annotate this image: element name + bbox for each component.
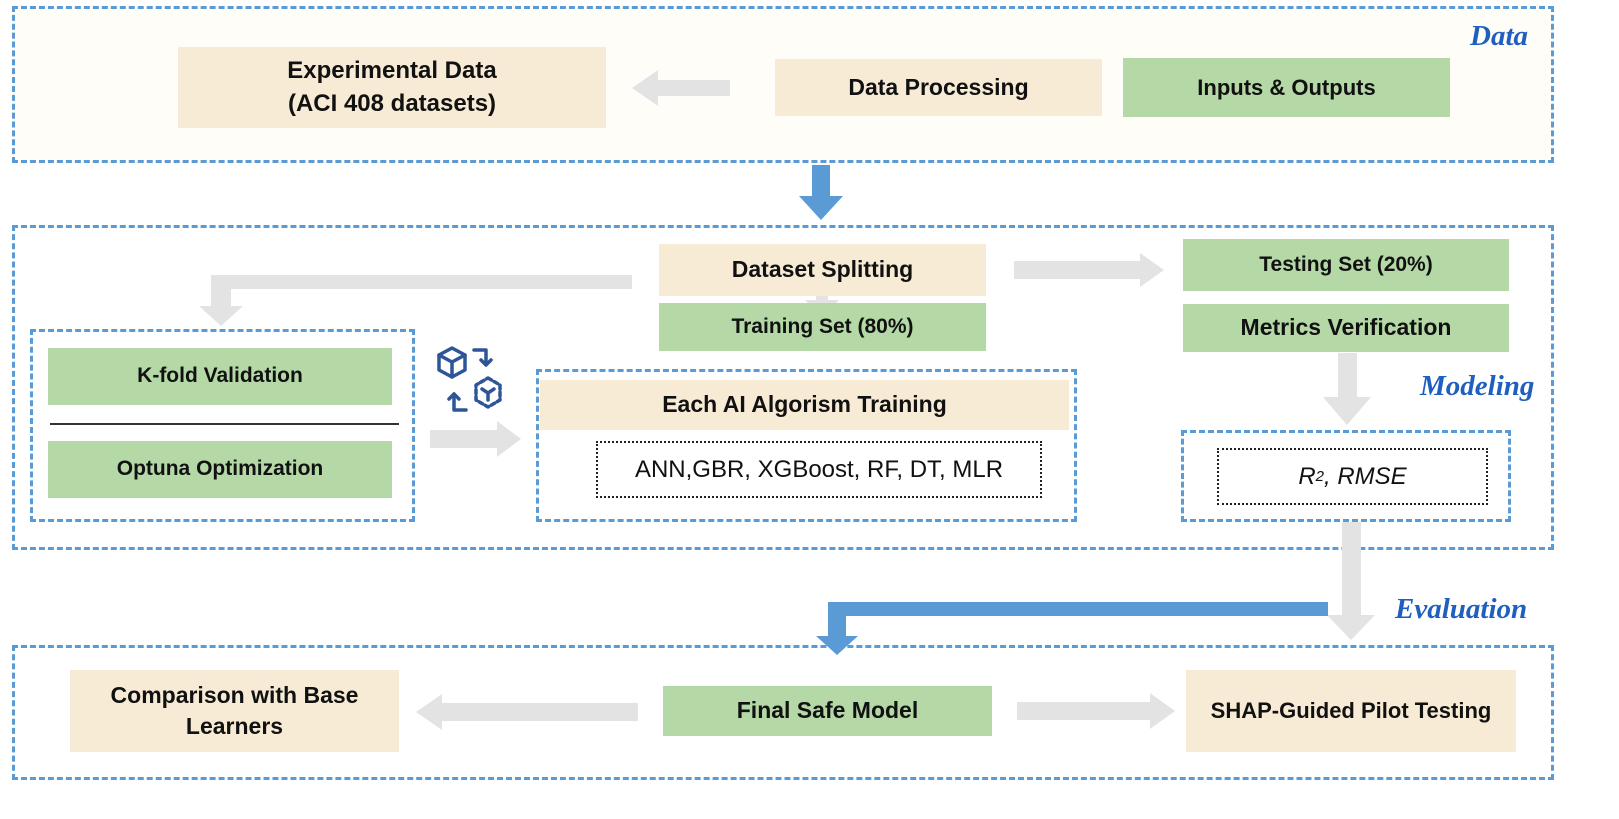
metrics-verification-box: Metrics Verification — [1183, 304, 1509, 352]
final-safe-model-box: Final Safe Model — [663, 686, 992, 736]
experimental-data-subtitle: (ACI 408 datasets) — [287, 89, 497, 117]
experimental-data-title: Experimental Data — [287, 57, 497, 85]
data-section-label: Data — [1470, 20, 1528, 52]
inputs-outputs-box: Inputs & Outputs — [1123, 58, 1450, 117]
data-processing-box: Data Processing — [775, 59, 1102, 116]
arrow-data-to-modeling — [799, 165, 843, 220]
training-set-box: Training Set (80%) — [659, 303, 986, 351]
metric-superscript: 2 — [1315, 468, 1324, 485]
optimization-group — [30, 329, 415, 522]
evaluation-section-label: Evaluation — [1395, 593, 1528, 625]
metric-r: R — [1298, 462, 1316, 490]
experimental-data-box: Experimental Data (ACI 408 datasets) — [178, 47, 606, 128]
dataset-splitting-box: Dataset Splitting — [659, 244, 986, 296]
comparison-box: Comparison with Base Learners — [70, 670, 399, 752]
model-cycle-icon — [437, 346, 502, 412]
metric-rest: , RMSE — [1324, 462, 1407, 490]
metrics-group — [1181, 430, 1511, 522]
ai-training-box: Each AI Algorism Training — [540, 380, 1069, 430]
shap-testing-box: SHAP-Guided Pilot Testing — [1186, 670, 1516, 752]
optuna-optimization-box: Optuna Optimization — [48, 441, 392, 498]
ai-training-group — [536, 369, 1077, 522]
modeling-section — [12, 225, 1554, 550]
kfold-validation-box: K-fold Validation — [48, 348, 392, 405]
modeling-section-label: Modeling — [1420, 370, 1535, 402]
evaluation-section — [12, 645, 1554, 780]
group-divider — [50, 423, 399, 425]
testing-set-box: Testing Set (20%) — [1183, 239, 1509, 291]
algorithms-list-box: ANN,GBR, XGBoost, RF, DT, MLR — [596, 441, 1042, 498]
